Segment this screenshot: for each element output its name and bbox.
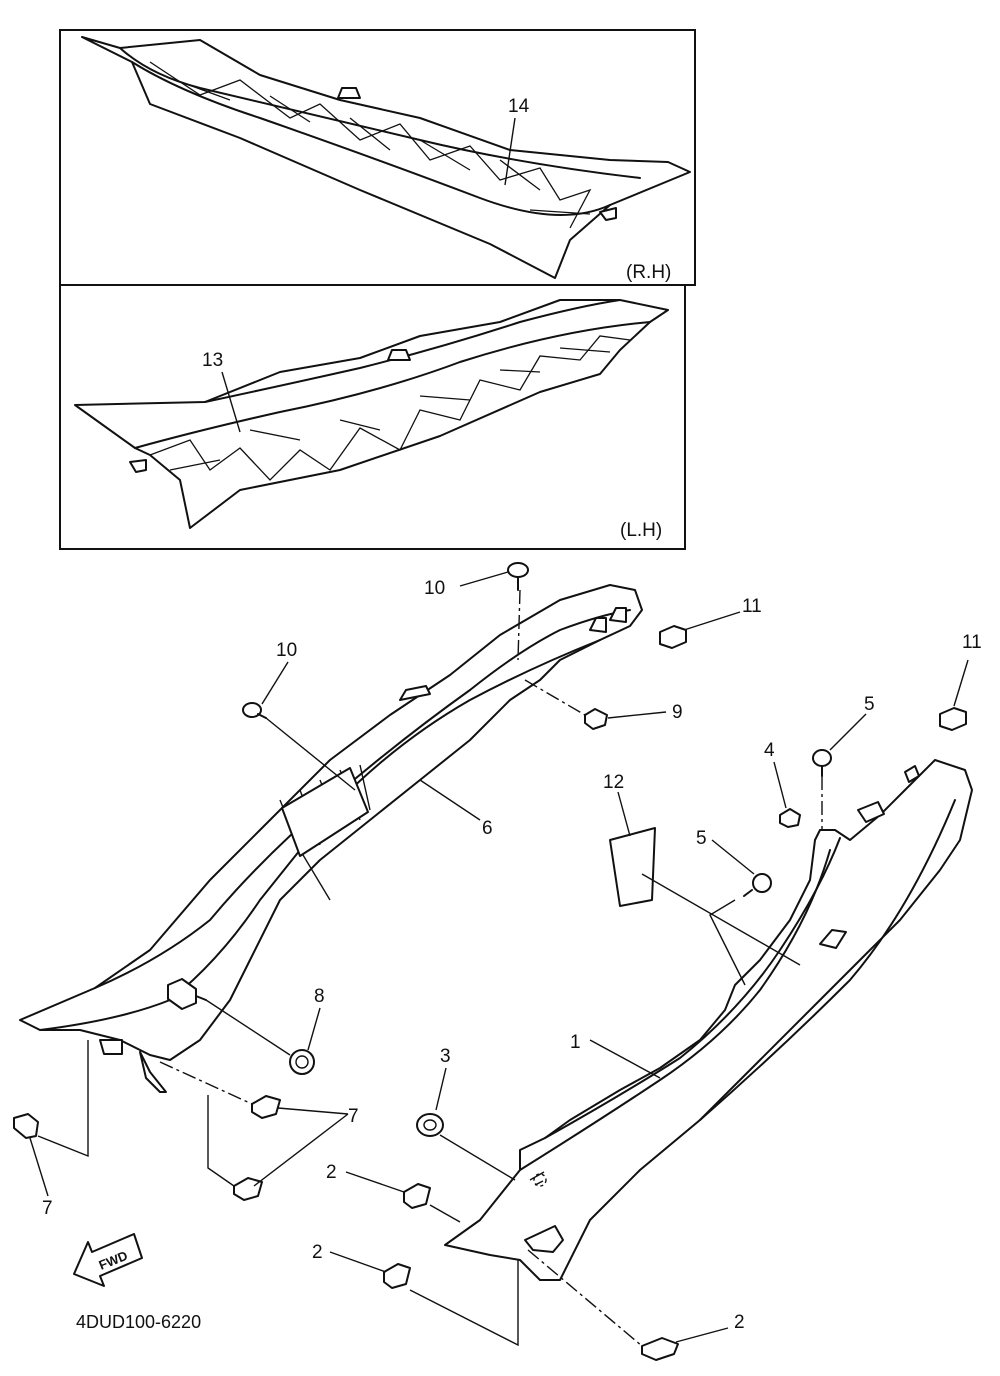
guide-line bbox=[709, 899, 746, 986]
part-6-rear-frame-cover bbox=[19, 584, 643, 1093]
inner-cover-left-hand bbox=[74, 299, 669, 529]
drawing-code: 4DUD100-6220 bbox=[76, 1312, 201, 1332]
part-2-damper-a bbox=[403, 1183, 431, 1209]
callout-4: 4 bbox=[764, 740, 775, 761]
guide-line bbox=[439, 1134, 516, 1181]
part-5-screw-mid bbox=[743, 873, 772, 897]
part-5-screw-top bbox=[812, 749, 832, 777]
part-8-grommet bbox=[289, 1049, 315, 1075]
part-11-cap-a bbox=[659, 625, 687, 649]
part-12-decal bbox=[609, 827, 656, 907]
callout-8: 8 bbox=[314, 986, 325, 1007]
part-1-side-cover bbox=[444, 759, 973, 1281]
right-hand-label: (R.H) bbox=[626, 262, 671, 283]
leader-lines bbox=[29, 117, 969, 1343]
part-3-grommet bbox=[416, 1113, 444, 1137]
callout-7-a: 7 bbox=[348, 1106, 359, 1127]
callout-6: 6 bbox=[482, 818, 493, 839]
guide-line bbox=[37, 1040, 89, 1158]
part-2-damper-b bbox=[383, 1263, 411, 1289]
callout-11-a: 11 bbox=[742, 596, 762, 617]
guide-line bbox=[517, 589, 521, 661]
guide-line bbox=[207, 1095, 235, 1187]
part-10-screw-top bbox=[507, 562, 529, 591]
callout-3: 3 bbox=[440, 1046, 451, 1067]
part-9-nut bbox=[584, 708, 608, 730]
forward-arrow-icon: FWD bbox=[73, 1233, 143, 1287]
callout-5-top: 5 bbox=[864, 694, 875, 715]
callout-9: 9 bbox=[672, 702, 683, 723]
part-4-nut bbox=[779, 808, 801, 828]
callout-7-b: 7 bbox=[42, 1198, 53, 1219]
callout-1: 1 bbox=[570, 1032, 581, 1053]
callout-2-c: 2 bbox=[734, 1312, 745, 1333]
callout-5-mid: 5 bbox=[696, 828, 707, 849]
callout-12: 12 bbox=[603, 772, 624, 793]
part-2-damper-c bbox=[641, 1337, 679, 1361]
part-7-damper-c bbox=[13, 1113, 39, 1139]
part-7-damper-b bbox=[233, 1177, 263, 1201]
part-7-damper-a bbox=[251, 1095, 281, 1119]
callout-13: 13 bbox=[202, 350, 223, 371]
left-hand-label: (L.H) bbox=[620, 520, 662, 541]
guide-line bbox=[641, 873, 801, 966]
callout-10-top: 10 bbox=[424, 578, 445, 599]
guide-line bbox=[409, 1260, 519, 1347]
inner-cover-right-hand bbox=[81, 36, 691, 279]
guide-line bbox=[429, 1204, 461, 1223]
part-10-screw-left bbox=[242, 702, 267, 719]
guide-line bbox=[159, 1061, 253, 1105]
callout-14: 14 bbox=[508, 96, 530, 117]
inset-box-left-hand bbox=[59, 284, 686, 550]
guide-line bbox=[265, 717, 356, 791]
callout-2-a: 2 bbox=[326, 1162, 337, 1183]
callout-10-left: 10 bbox=[276, 640, 297, 661]
part-8-damper-rubber bbox=[167, 978, 207, 1010]
part-11-cap-b bbox=[939, 707, 967, 731]
callout-11-b: 11 bbox=[962, 632, 982, 653]
guide-line bbox=[205, 999, 291, 1056]
callout-2-b: 2 bbox=[312, 1242, 323, 1263]
guide-line bbox=[524, 679, 586, 716]
